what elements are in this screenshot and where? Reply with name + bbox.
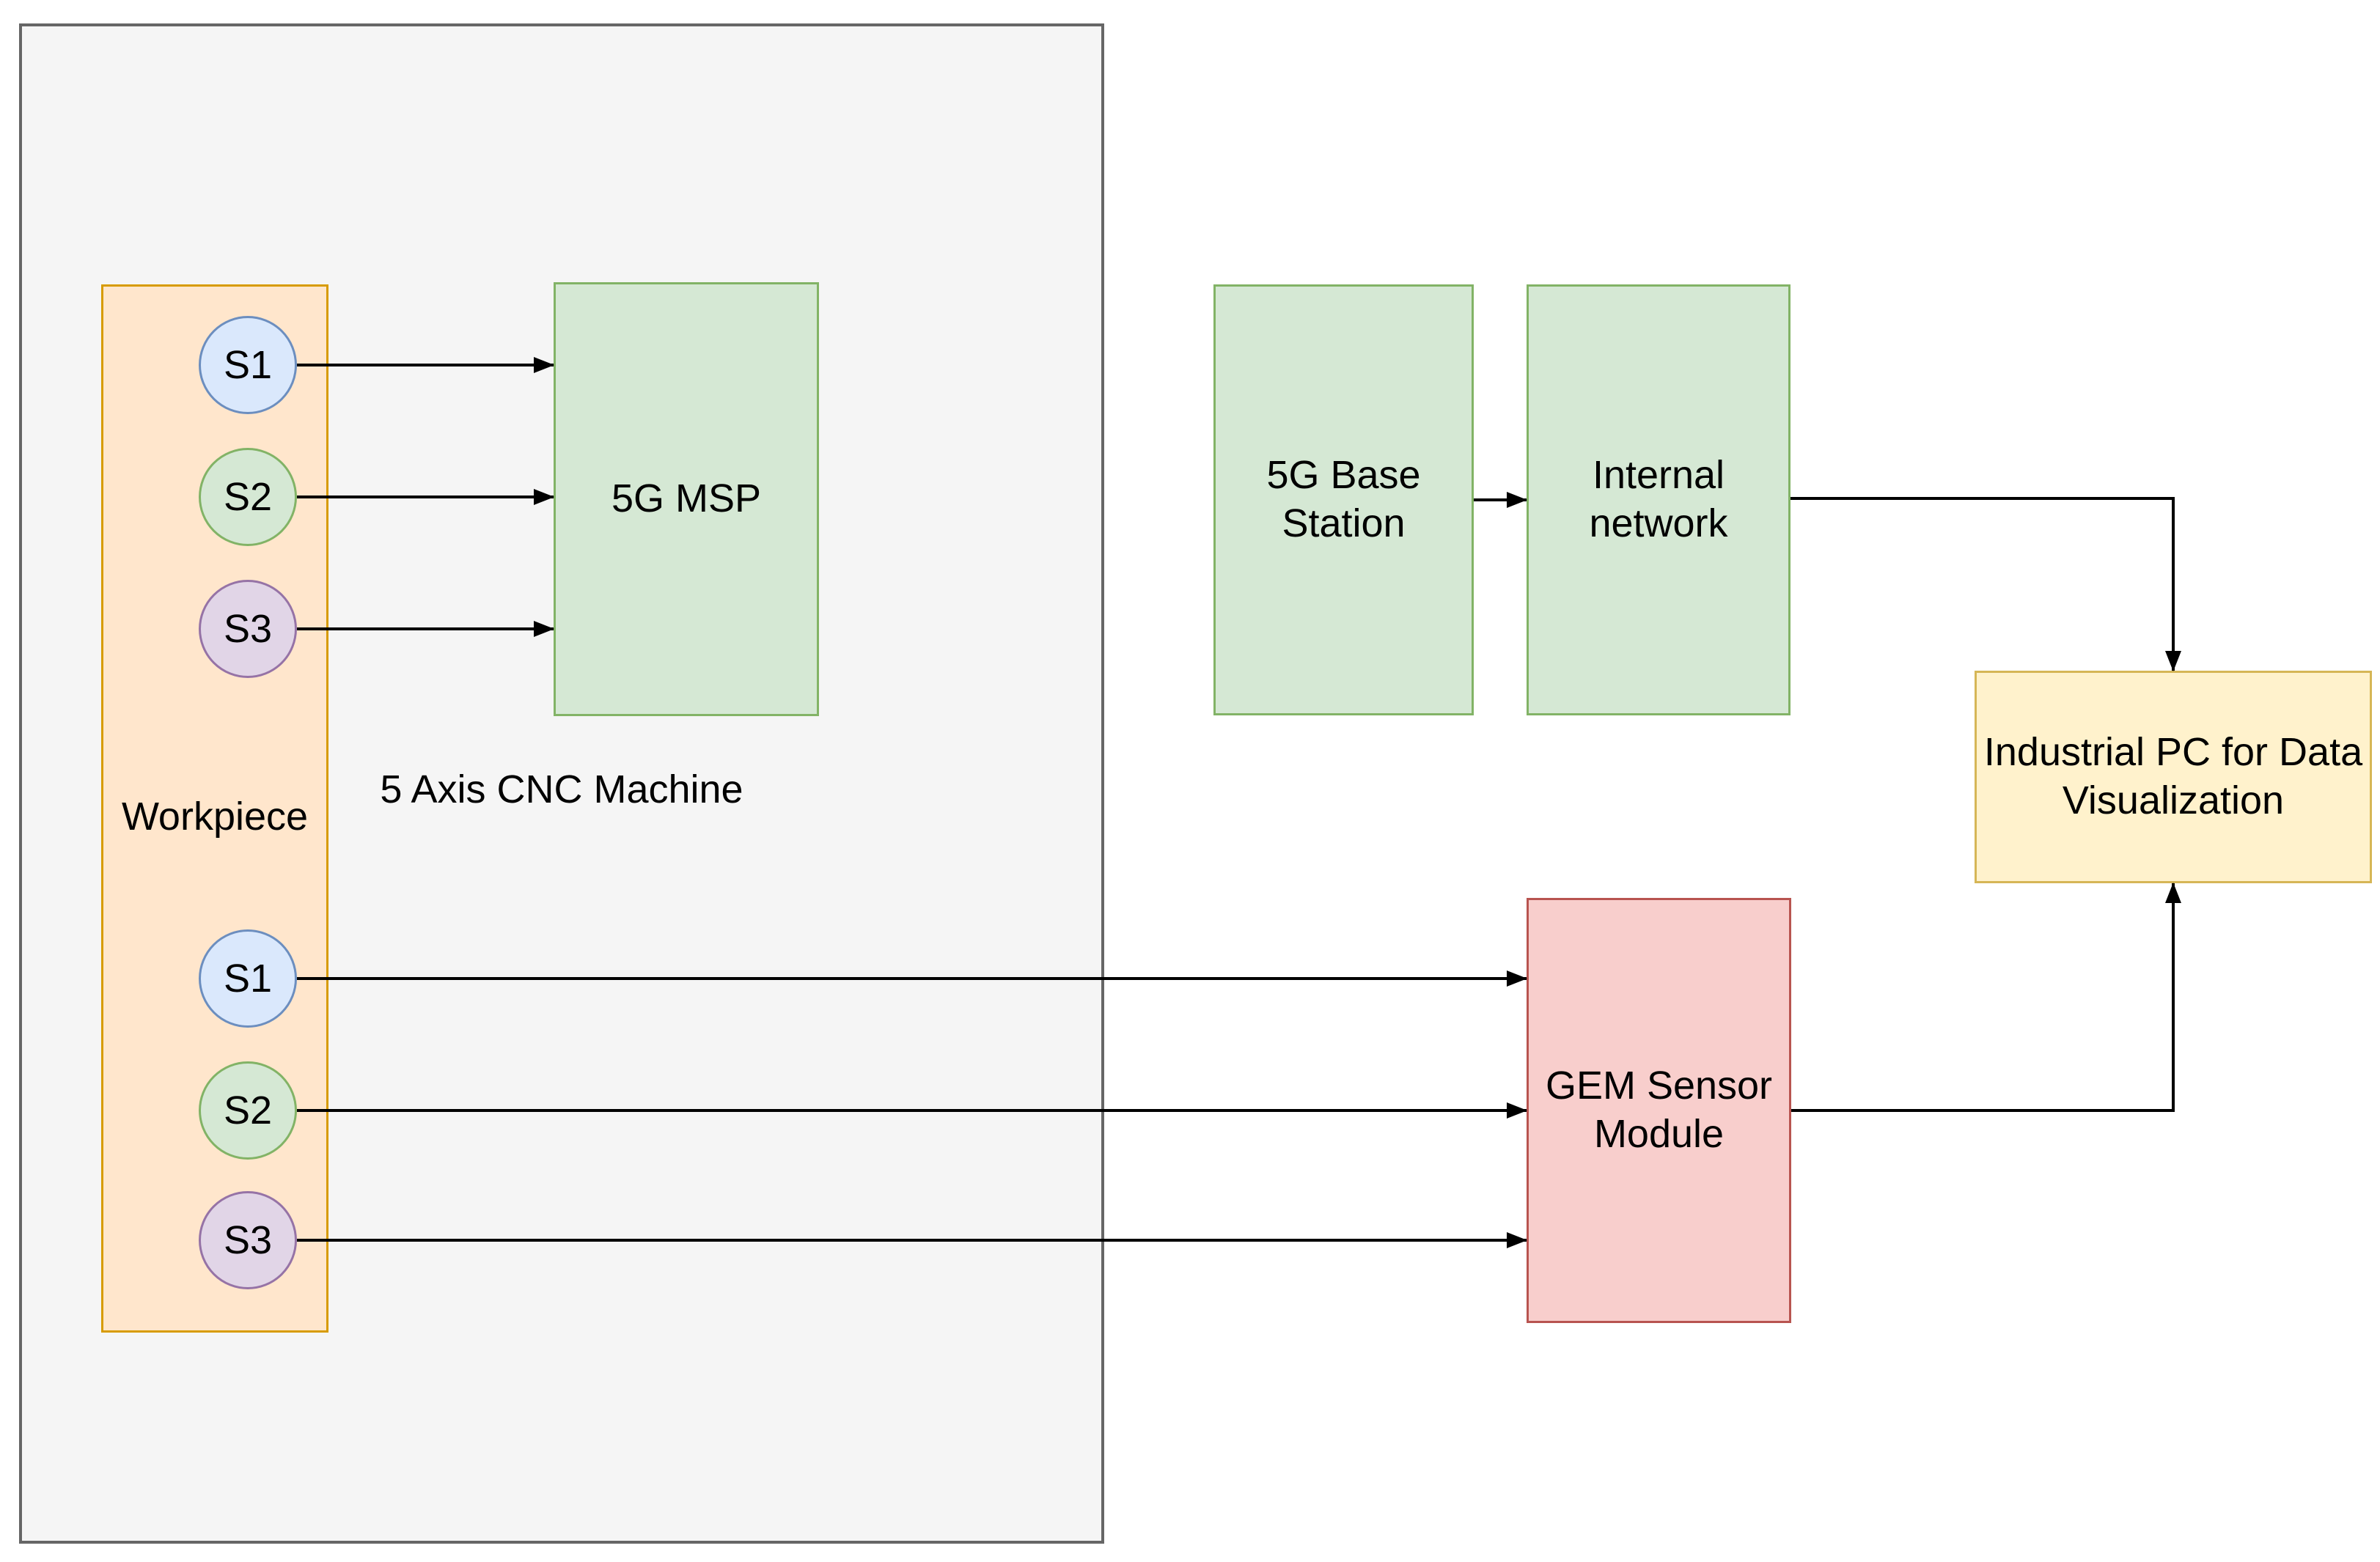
sensor-s1-top-label: S1 — [223, 343, 273, 387]
internal-network-box: Internal network — [1527, 284, 1790, 715]
gem-sensor-module-label: GEM Sensor Module — [1545, 1064, 1773, 1156]
sensor-s3-top-label: S3 — [223, 607, 273, 651]
workpiece-box — [101, 284, 328, 1333]
sensor-s2-top-label: S2 — [223, 475, 273, 519]
edge-gem-to-industrial-pc — [1791, 883, 2181, 1112]
industrial-pc-box: Industrial PC for Data Visualization — [1975, 671, 2372, 883]
base-station-label: 5G Base Station — [1266, 453, 1421, 545]
internal-network-label: Internal network — [1589, 453, 1728, 545]
workpiece-label: Workpiece — [121, 795, 309, 839]
sensor-s1-top-circle: S1 — [199, 316, 297, 414]
edge-network-to-industrial-pc — [1790, 497, 2181, 671]
sensor-s3-bottom-label: S3 — [223, 1218, 273, 1262]
cnc-machine-label: 5 Axis CNC Machine — [380, 767, 743, 811]
sensor-s3-bottom-circle: S3 — [199, 1191, 297, 1289]
industrial-pc-label: Industrial PC for Data Visualization — [1983, 730, 2363, 822]
sensor-s3-top-circle: S3 — [199, 580, 297, 678]
sensor-s2-bottom-label: S2 — [223, 1088, 273, 1132]
sensor-s2-bottom-circle: S2 — [199, 1061, 297, 1160]
sensor-s1-bottom-circle: S1 — [199, 929, 297, 1028]
base-station-box: 5G Base Station — [1213, 284, 1474, 715]
msp-label: 5G MSP — [611, 476, 762, 521]
msp-box: 5G MSP — [554, 282, 819, 716]
sensor-s2-top-circle: S2 — [199, 448, 297, 546]
gem-sensor-module-box: GEM Sensor Module — [1527, 898, 1791, 1323]
sensor-s1-bottom-label: S1 — [223, 957, 273, 1001]
